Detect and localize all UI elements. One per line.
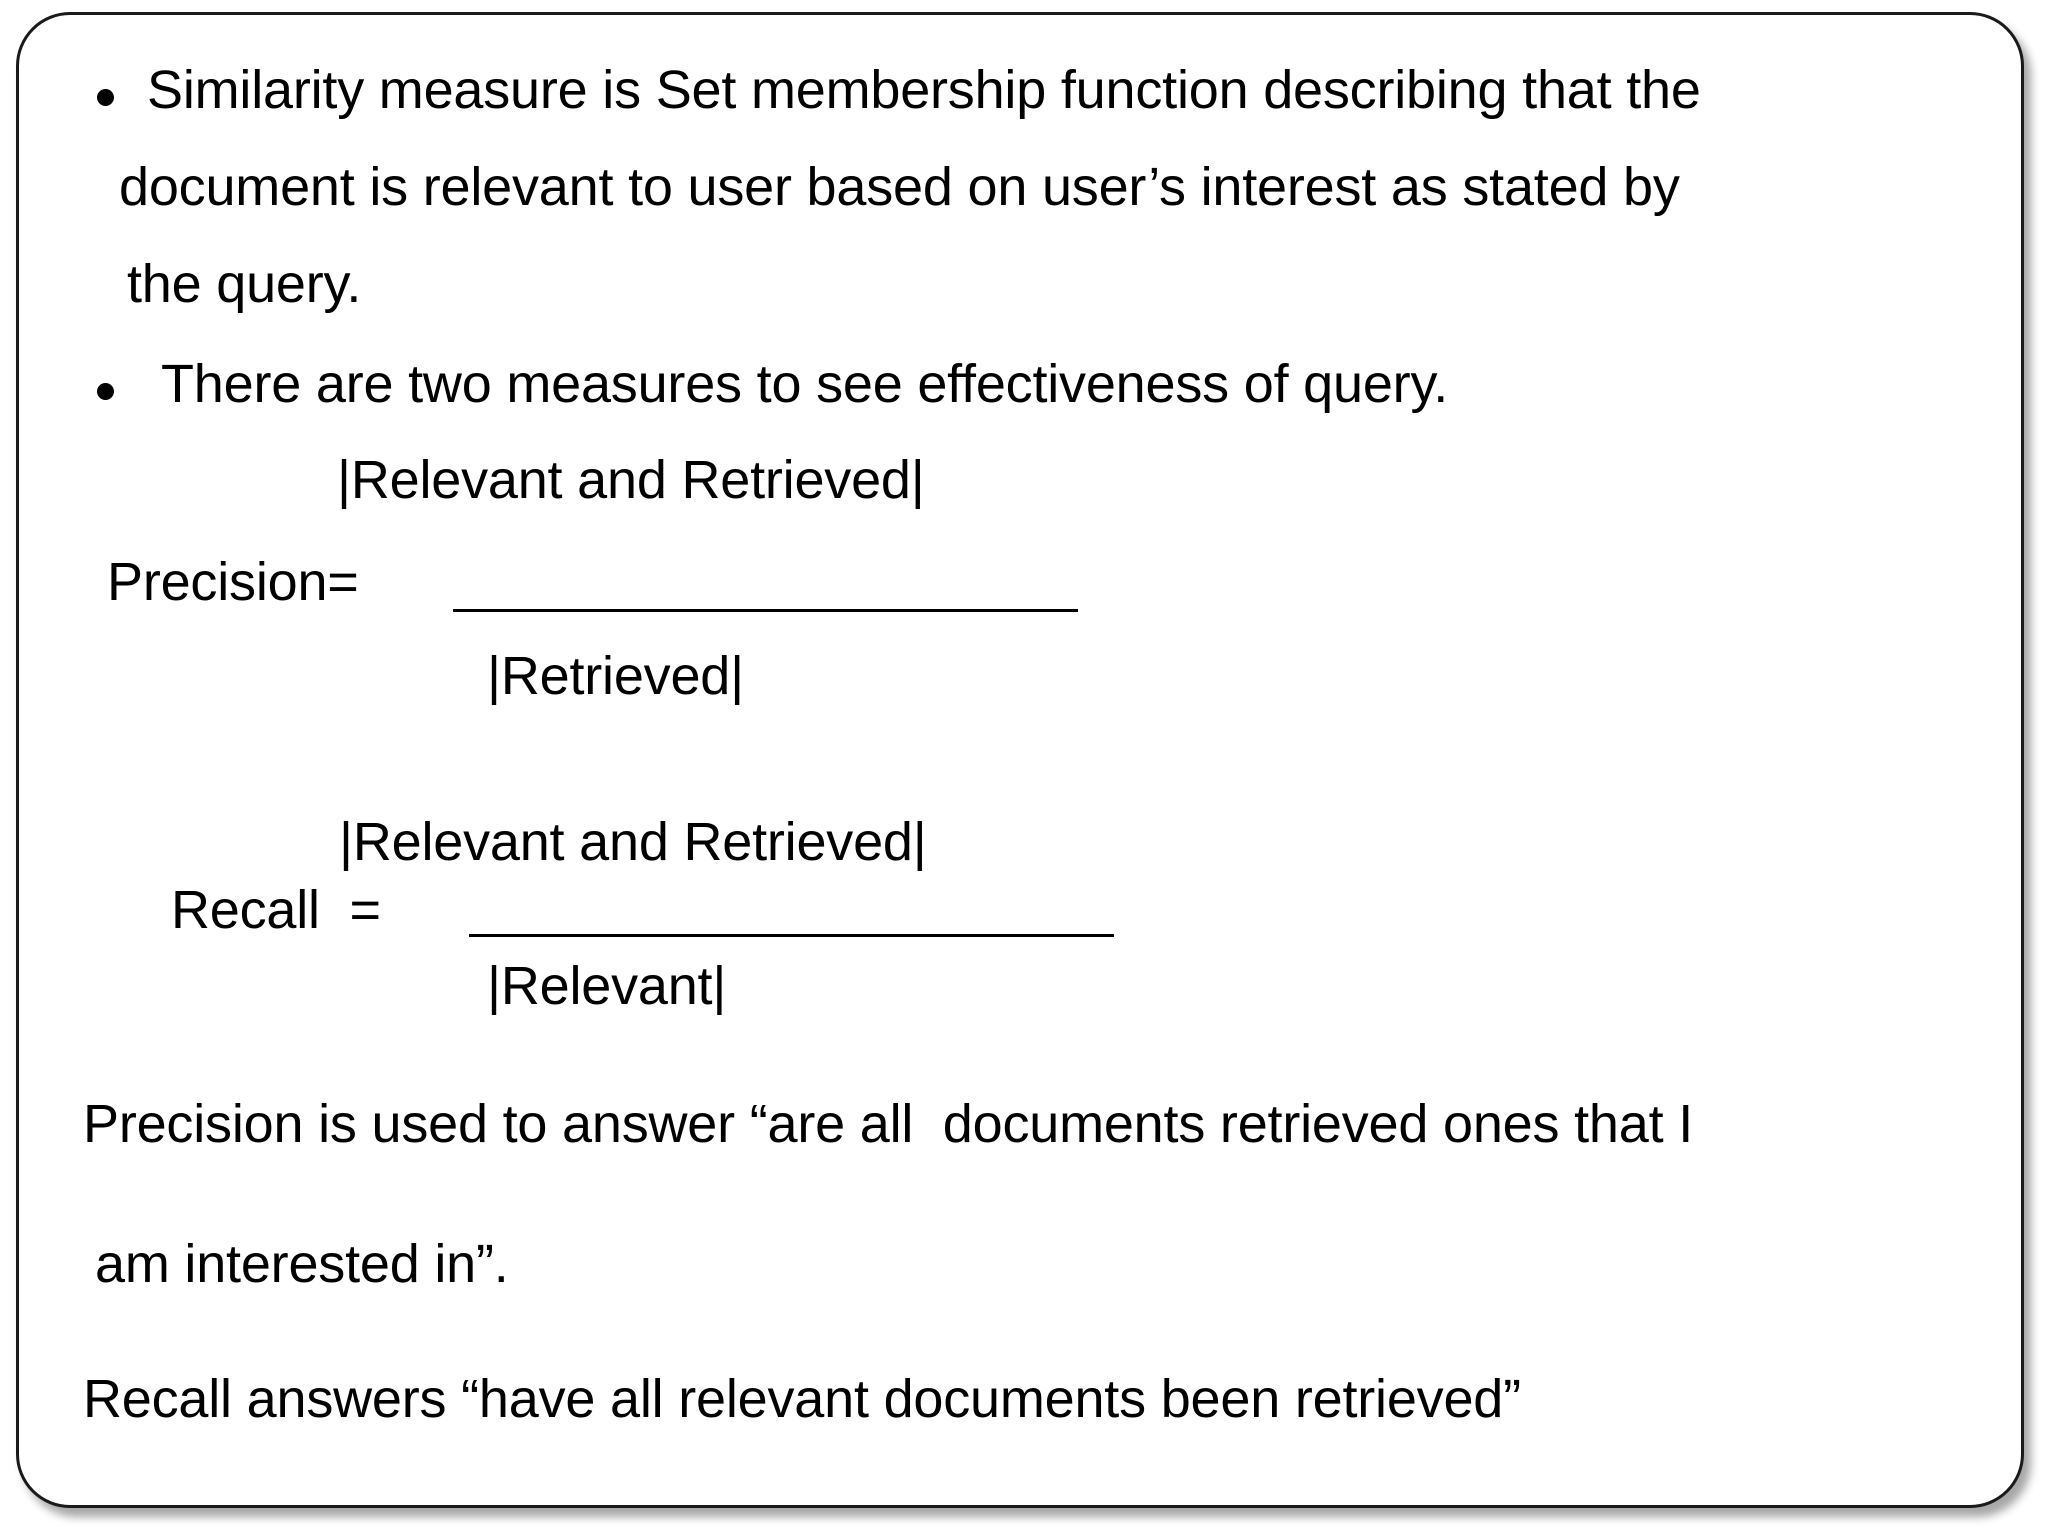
bullet-1-line-1: Similarity measure is Set membership fun… (147, 60, 1701, 120)
bullet-1-line-2: document is relevant to user based on us… (119, 157, 1680, 217)
precision-label: Precision= (107, 552, 359, 612)
precision-numerator: |Relevant and Retrieved| (337, 450, 925, 510)
bullet-2-line-1: There are two measures to see effectiven… (161, 354, 1449, 414)
recall-denominator: |Relevant| (487, 956, 727, 1016)
bullet-1-line-3: the query. (127, 254, 362, 314)
bullet-marker-icon (97, 383, 114, 400)
bullet-marker-icon (97, 89, 114, 106)
recall-fraction-rule (469, 934, 1114, 937)
note-recall-line-1: Recall answers “have all relevant docume… (83, 1369, 1521, 1429)
note-precision-line-2: am interested in”. (95, 1234, 509, 1294)
slide-content-area: Similarity measure is Set membership fun… (19, 15, 2027, 1511)
note-precision-line-1: Precision is used to answer “are all doc… (83, 1094, 1693, 1154)
precision-denominator: |Retrieved| (487, 646, 744, 706)
recall-numerator: |Relevant and Retrieved| (339, 812, 927, 872)
precision-fraction-rule (453, 609, 1078, 612)
slide-frame: Similarity measure is Set membership fun… (16, 12, 2024, 1508)
recall-label: Recall = (171, 880, 381, 940)
